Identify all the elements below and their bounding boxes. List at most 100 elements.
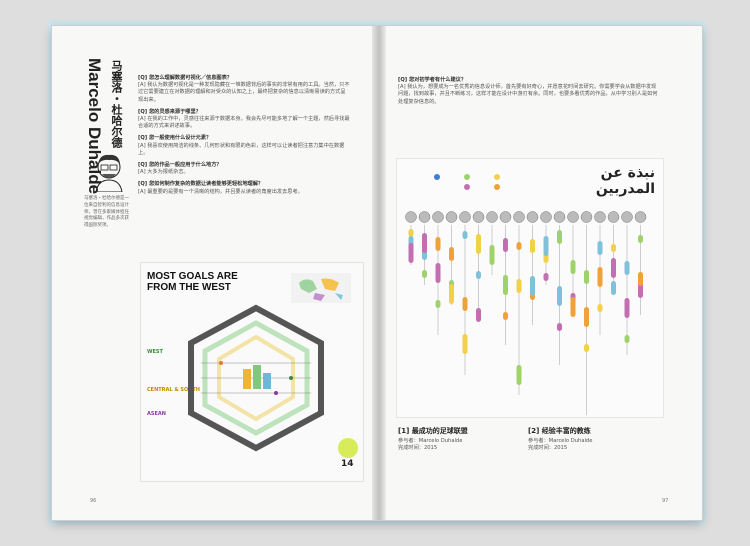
coach-portrait-icon [634,211,647,223]
tenure-bar [422,270,427,278]
coach-portrait-icon [526,211,539,223]
tenure-bar [476,308,481,322]
answer-3: [A] 我喜欢使用简洁的线条、几何形状和有限的色彩，这样可以让读者把注意力集中在… [138,142,345,156]
designer-bio: 马塞洛・杜哈尔德是一位来自智利的信息设计师，曾在多家媒体担任视觉编辑，作品多次获… [84,196,129,229]
tenure-bar [624,298,630,318]
tenure-bar [611,281,616,295]
badge-icon [338,438,358,458]
coach-portrait-icon [459,211,471,223]
tenure-bar [435,263,441,283]
tenure-bar [408,243,414,263]
coach-portrait-icon [540,211,552,223]
interview-qa-right: [Q] 您对初学者有什么建议？ [A] 我认为，想要成为一名优秀的信息设计师，首… [398,72,658,106]
tenure-bar [516,279,522,293]
coaches-timeline-chart: نبذة عن المدربين [396,158,664,418]
tenure-bar [516,365,522,385]
tenure-bar [516,242,522,250]
coach-portrait-icon [621,211,633,223]
interview-qa-left: [Q] 您怎么理解数据可视化／信息图表？ [A] 我认为数据可视化是一种发现隐藏… [138,70,350,196]
caption-2: [2] 经验丰富的教练 参与者：Marcelo Duhalde 完成时间：201… [528,428,658,452]
portrait-illustration [95,154,123,192]
coach-portrait-icon [553,211,566,223]
coach-portrait-icon [567,211,579,223]
tenure-bar [638,272,643,286]
coach-portrait-icon [432,211,444,223]
tenure-bar [624,261,630,275]
tenure-bar [489,245,495,265]
caption-1: [1] 最成功的足球联盟 参与者：Marcelo Duhalde 完成时间：20… [398,428,518,452]
tenure-bar [624,335,630,343]
book-spine [372,26,386,520]
infographic-title: MOST GOALS ARE FROM THE WEST [147,271,238,293]
coach-portrait-icon [580,211,593,223]
caption-1-author: 参与者：Marcelo Duhalde [398,438,463,444]
tenure-bar [543,273,549,281]
coach-portrait-icon [486,211,498,223]
coach-portrait-icon [513,211,525,223]
question-2: [Q] 您的灵感来源于哪里？ [138,108,201,115]
question-1: [Q] 您怎么理解数据可视化／信息图表？ [138,75,232,81]
tenure-bar [435,300,441,308]
tenure-bar [584,344,589,352]
coach-portrait-icon [405,211,417,223]
tenure-bar [557,323,562,331]
region-central-south: CENTRAL & SOUTH [147,387,200,393]
tenure-bar [435,237,441,251]
caption-2-time: 完成时间：2015 [528,445,568,451]
region-west: WEST [147,349,163,355]
coach-portrait-icon [418,211,431,223]
infographic-goals: MOST GOALS ARE FROM THE WEST WEST CENTRA… [140,262,364,482]
caption-1-title: [1] 最成功的足球联盟 [398,427,468,435]
badge-number: 14 [341,459,354,469]
question-4: [Q] 您的作品一般应用于什么地方？ [138,162,222,169]
caption-1-time: 完成时间：2015 [398,445,438,451]
world-map-thumbnail [291,273,351,303]
legend-dot [464,184,470,190]
coach-portrait-icon [472,211,485,223]
legend-dot [494,184,500,190]
tenure-bar [422,233,427,253]
tenure-bar [557,286,562,306]
tenure-bar [503,312,508,320]
tenure-bar [597,304,603,312]
tenure-bar [476,271,481,279]
legend-dot [494,174,500,180]
tenure-bar [611,258,616,278]
chart-arabic-title: نبذة عن المدربين [595,165,655,197]
tenure-bar [584,307,589,327]
tenure-bar [638,235,643,243]
tenure-bar [408,229,414,237]
answer-5: [A] 最重要的是要有一个清晰的结构，并且要从读者的角度出发去思考。 [138,188,303,195]
tenure-bar [530,239,535,253]
coach-portrait-icon [607,211,620,223]
timeline-graphic [405,174,647,415]
question-5: [Q] 您如何制作复杂的数据让读者能够更轻松地理解？ [138,181,264,188]
page-number-left: 96 [90,498,97,504]
question-3: [Q] 您一般使用什么设计元素？ [138,135,212,142]
coach-portrait-icon [499,211,512,223]
tenure-bar [503,275,508,295]
tenure-bar [449,284,454,304]
tenure-bar [543,236,549,256]
tenure-bar [557,230,562,244]
tenure-bar [570,260,576,274]
page-number-right: 97 [662,498,669,504]
coach-portrait-icon [445,211,458,223]
hexagon-diagram [188,304,324,452]
answer-6: [A] 我认为，想要成为一名优秀的信息设计师，首先要有好奇心，并愿意花时间去研究… [398,84,658,105]
answer-4: [A] 大多为报纸杂志。 [138,169,189,176]
caption-2-title: [2] 经验丰富的教练 [528,427,591,435]
legend-dot [434,174,440,180]
tenure-bar [570,297,576,317]
coach-portrait-icon [594,211,606,223]
tenure-bar [449,247,454,261]
tenure-bar [462,334,468,354]
tenure-bar [462,231,468,239]
designer-name-chinese: 马塞洛・杜哈尔德 [110,60,123,148]
answer-2: [A] 在我的工作中，灵感往往来源于数据本身。我会先尽可能多地了解一个主题，然后… [138,116,350,130]
region-asean: ASEAN [147,411,166,417]
tenure-bar [584,270,589,284]
answer-1: [A] 我认为数据可视化是一种发现隐藏在一堆数据背后的事实的非常有用的工具。当然… [138,82,350,103]
question-6: [Q] 您对初学者有什么建议？ [398,77,467,83]
tenure-bar [597,267,603,287]
